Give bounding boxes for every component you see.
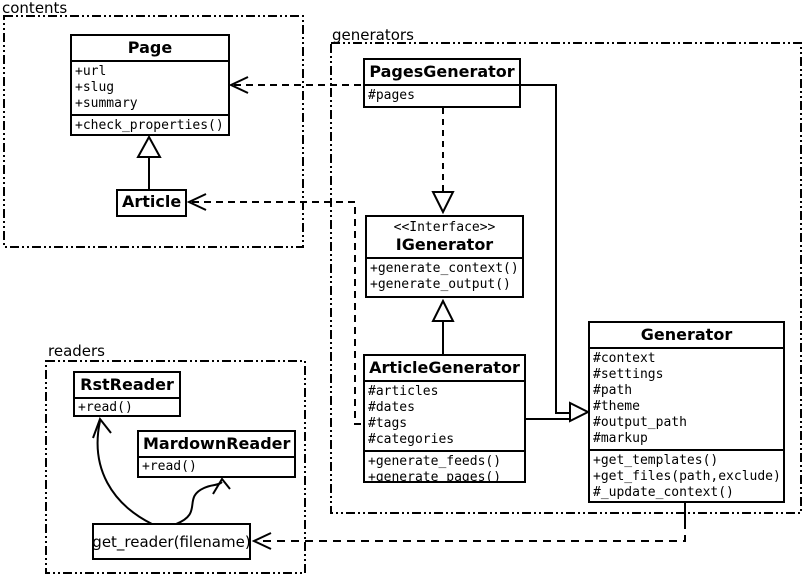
method-generate-context: +generate_context() — [370, 261, 519, 276]
class-methods-generator: +get_templates() +get_files(path,exclude… — [590, 449, 783, 501]
method-read-rst: +read() — [78, 400, 133, 415]
class-title-articlegenerator: ArticleGenerator — [369, 358, 520, 377]
class-title-generator: Generator — [640, 325, 733, 344]
class-methods-igenerator: +generate_context() +generate_output() — [367, 257, 522, 295]
class-methods-articlegenerator: +generate_feeds() +generate_pages() — [365, 450, 524, 483]
class-title-page: Page — [127, 38, 173, 57]
method-generate-output: +generate_output() — [370, 277, 511, 292]
attr-settings: #settings — [593, 367, 664, 382]
dependency-articlegenerator-to-article — [186, 193, 361, 425]
dependency-generator-to-getreader — [251, 503, 686, 550]
class-title-igenerator: IGenerator — [395, 235, 494, 254]
attr-path: #path — [593, 383, 633, 398]
class-attributes-articlegenerator: #articles #dates #tags #categories — [365, 380, 524, 450]
call-getreader-to-rstreader — [92, 416, 153, 525]
attr-dates: #dates — [368, 400, 415, 415]
attr-markup: #markup — [593, 431, 648, 446]
package-frame-readers — [45, 360, 306, 574]
call-getreader-to-markdownreader — [175, 477, 231, 525]
class-title-article: Article — [122, 192, 182, 211]
method-get-templates: +get_templates() — [593, 453, 719, 468]
class-methods-rstreader: +read() — [75, 397, 179, 415]
attr-summary: +summary — [75, 96, 138, 111]
class-box-article: Article — [116, 189, 187, 217]
class-box-pagesgenerator: PagesGenerator #pages — [363, 58, 521, 108]
class-attributes-generator: #context #settings #path #theme #output_… — [590, 347, 783, 449]
attr-output-path: #output_path — [593, 415, 687, 430]
class-title-pagesgenerator: PagesGenerator — [369, 62, 515, 81]
class-attributes-page: +url +slug +summary — [72, 60, 228, 114]
package-label-contents: contents — [2, 0, 68, 17]
class-title-rstreader: RstReader — [80, 375, 174, 394]
function-box-get-reader: get_reader(filename) — [92, 523, 251, 560]
attr-url: +url — [75, 64, 107, 79]
method-update-context: #_update_context() — [593, 485, 734, 500]
method-get-files: +get_files(path,exclude) — [593, 469, 781, 484]
generalization-articlegenerator-to-igenerator — [431, 298, 455, 354]
attr-articles: #articles — [368, 384, 439, 399]
realization-pagesgenerator-to-igenerator — [431, 108, 455, 215]
attr-pages: #pages — [368, 88, 415, 103]
method-generate-feeds: +generate_feeds() — [368, 454, 502, 469]
class-box-page: Page +url +slug +summary +check_properti… — [70, 34, 230, 136]
class-title-markdownreader: MardownReader — [143, 434, 291, 453]
class-attributes-pagesgenerator: #pages — [365, 84, 519, 106]
package-frame-contents — [3, 15, 304, 248]
class-box-articlegenerator: ArticleGenerator #articles #dates #tags … — [363, 354, 526, 483]
generalization-to-generator — [520, 84, 591, 423]
dependency-pagesgenerator-to-page — [228, 76, 363, 94]
attr-slug: +slug — [75, 80, 115, 95]
class-box-igenerator: <<Interface>> IGenerator +generate_conte… — [365, 215, 524, 298]
class-methods-page: +check_properties() — [72, 114, 228, 134]
class-box-generator: Generator #context #settings #path #them… — [588, 321, 785, 503]
method-check-properties: +check_properties() — [75, 118, 224, 133]
attr-tags: #tags — [368, 416, 408, 431]
class-box-markdownreader: MardownReader +read() — [137, 430, 296, 478]
class-box-rstreader: RstReader +read() — [73, 371, 181, 417]
attr-categories: #categories — [368, 432, 455, 447]
generalization-article-to-page — [136, 134, 162, 189]
method-generate-pages: +generate_pages() — [368, 470, 502, 483]
method-read-markdown: +read() — [142, 459, 197, 474]
attr-theme: #theme — [593, 399, 640, 414]
package-label-generators: generators — [332, 26, 414, 44]
function-label-get-reader: get_reader(filename) — [92, 532, 251, 551]
package-frame-generators — [330, 42, 802, 514]
package-label-readers: readers — [48, 342, 105, 360]
class-methods-markdownreader: +read() — [139, 456, 294, 476]
attr-context: #context — [593, 351, 656, 366]
class-stereotype-igenerator: <<Interface>> — [393, 220, 496, 235]
